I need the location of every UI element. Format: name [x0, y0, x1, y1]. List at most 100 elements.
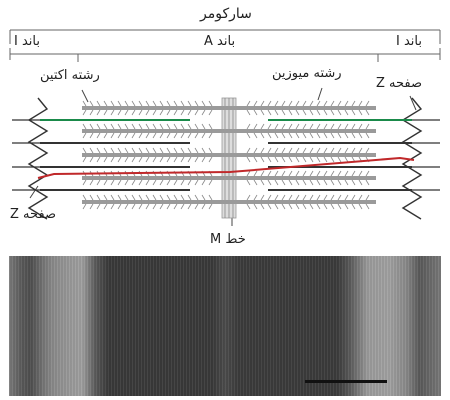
myosin-head	[152, 109, 157, 116]
myosin-head	[82, 109, 87, 116]
myosin-head	[274, 100, 279, 107]
myosin-head	[323, 203, 328, 210]
myosin-head	[166, 109, 171, 116]
myosin-head	[131, 109, 136, 116]
myosin-head	[173, 194, 178, 201]
myosin-head	[124, 132, 129, 139]
myosin-head	[96, 123, 101, 130]
myosin-head	[187, 100, 192, 107]
myosin-head	[260, 109, 265, 116]
myosin-head	[124, 203, 129, 210]
myosin-head	[260, 194, 265, 201]
myosin-head	[365, 194, 370, 201]
myosin-head	[159, 147, 164, 154]
myosin-head	[323, 147, 328, 154]
myosin-head	[187, 156, 192, 163]
myosin-head	[274, 109, 279, 116]
myosin-head	[131, 147, 136, 154]
myosin-head	[344, 194, 349, 201]
myosin-head	[330, 100, 335, 107]
myosin-head	[124, 123, 129, 130]
myosin-head	[246, 132, 251, 139]
myosin-head	[337, 132, 342, 139]
myosin-head	[358, 132, 363, 139]
myosin-head	[103, 123, 108, 130]
myosin-head	[110, 147, 115, 154]
myosin-head	[152, 194, 157, 201]
myosin-head	[201, 156, 206, 163]
myosin-head	[288, 170, 293, 177]
myosin-head	[302, 132, 307, 139]
myosin-head	[351, 194, 356, 201]
myosin-head	[253, 203, 258, 210]
myosin-head	[180, 156, 185, 163]
myosin-head	[89, 132, 94, 139]
myosin-head	[309, 109, 314, 116]
myosin-head	[309, 132, 314, 139]
myosin-head	[309, 170, 314, 177]
myosin-head	[351, 147, 356, 154]
myosin-head	[201, 100, 206, 107]
myosin-head	[288, 132, 293, 139]
myosin-head	[309, 123, 314, 130]
myosin-head	[180, 194, 185, 201]
myosin-head	[337, 100, 342, 107]
myosin-head	[138, 194, 143, 201]
myosin-head	[159, 194, 164, 201]
myosin-head	[208, 147, 213, 154]
myosin-head	[281, 156, 286, 163]
myosin-head	[89, 156, 94, 163]
myosin-head	[180, 203, 185, 210]
myosin-head	[103, 194, 108, 201]
myosin-head	[323, 179, 328, 186]
myosin-head	[246, 100, 251, 107]
myosin-head	[281, 170, 286, 177]
myosin-head	[295, 147, 300, 154]
myosin-head	[358, 194, 363, 201]
myosin-head	[187, 123, 192, 130]
myosin-head	[274, 156, 279, 163]
myosin-head	[138, 147, 143, 154]
myosin-head	[253, 132, 258, 139]
myosin-head	[124, 147, 129, 154]
myosin-head	[246, 109, 251, 116]
myosin-head	[330, 179, 335, 186]
myosin-head	[330, 109, 335, 116]
myosin-head	[337, 109, 342, 116]
myosin-head	[365, 179, 370, 186]
myosin-head	[253, 147, 258, 154]
myosin-head	[330, 123, 335, 130]
myosin-head	[145, 132, 150, 139]
myosin-head	[351, 123, 356, 130]
a-band-label: باند A	[204, 34, 236, 49]
electron-micrograph	[9, 256, 441, 396]
myosin-head	[253, 100, 258, 107]
myosin-head	[82, 203, 87, 210]
myosin-head	[89, 147, 94, 154]
myosin-head	[117, 132, 122, 139]
myosin-head	[365, 203, 370, 210]
myosin-head	[288, 123, 293, 130]
myosin-head	[316, 123, 321, 130]
myosin-head	[103, 109, 108, 116]
myosin-head	[351, 179, 356, 186]
myosin-head	[96, 147, 101, 154]
leader-lines	[29, 87, 417, 226]
myosin-head	[260, 100, 265, 107]
myosin-head	[110, 194, 115, 201]
myosin-head	[309, 203, 314, 210]
myosin-head	[208, 179, 213, 186]
myosin-head	[302, 194, 307, 201]
myosin-head	[267, 170, 272, 177]
myosin-head	[131, 123, 136, 130]
myosin-head	[323, 170, 328, 177]
myosin-head	[351, 203, 356, 210]
myosin-head	[281, 179, 286, 186]
myosin-head	[260, 132, 265, 139]
myosin-head	[187, 132, 192, 139]
myosin-head	[337, 170, 342, 177]
myosin-head	[246, 147, 251, 154]
myosin-head	[124, 194, 129, 201]
myosin-head	[309, 100, 314, 107]
myosin-head	[337, 147, 342, 154]
